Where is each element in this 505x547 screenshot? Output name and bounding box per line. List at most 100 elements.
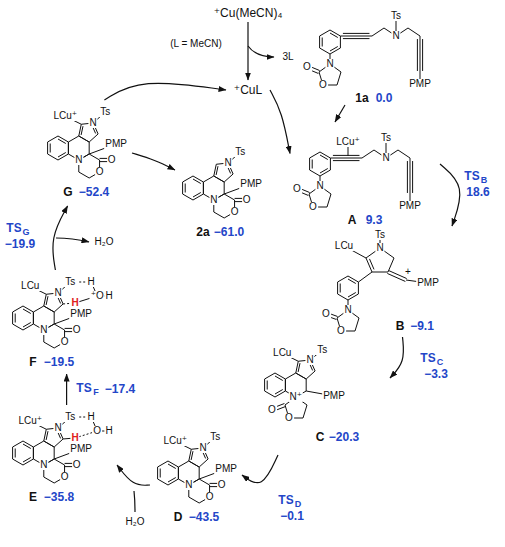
compound-label: E: [28, 491, 38, 503]
active-catalyst: ⁺CuL: [226, 80, 270, 100]
compound-label: 1a: [354, 92, 369, 104]
bond-line: [333, 155, 360, 156]
bond-line: [13, 441, 34, 465]
bond-line: [422, 39, 423, 71]
atom-label: LCu⁺: [335, 137, 361, 147]
atom-label: PMP: [416, 278, 440, 288]
ts-label: TS: [463, 170, 480, 182]
ts-subscript: C: [436, 358, 445, 367]
energy-value: 9.3: [365, 214, 384, 226]
bond-line: [46, 431, 48, 440]
atom-label: N: [325, 59, 334, 69]
bond-line: [340, 284, 341, 293]
bond-line: [58, 153, 66, 158]
compound-label: F: [28, 356, 37, 368]
bond-line: [265, 373, 286, 397]
energy-value: −35.8: [43, 491, 75, 503]
atom-label: O: [302, 62, 312, 72]
bond-line: [275, 376, 283, 381]
atom-label: N: [209, 195, 218, 205]
atom-label: PMP: [322, 391, 346, 401]
substrate-structure: TsNNOOPMP1a0.0: [300, 0, 450, 105]
atom-label: N: [391, 31, 400, 41]
atom-label: H₂O: [94, 237, 115, 247]
atom-label: ⁺O: [90, 291, 105, 301]
atom-label: PMP: [239, 179, 263, 189]
bond-line: [410, 158, 411, 196]
atom-label: N: [89, 118, 98, 128]
intermediate-structure: LCu⁺TsNNOOPMPA9.3: [290, 122, 440, 227]
bond-line: [330, 158, 362, 159]
bond-line: [320, 155, 328, 160]
energy-value: −61.0: [213, 226, 245, 238]
atom-label: PMP: [214, 464, 238, 474]
bond-line: [407, 161, 408, 193]
intermediate-structure: LCuNTsN⁺OOPMPC−20.3: [250, 345, 390, 455]
atom-label: O: [230, 207, 240, 217]
compound-label: B: [395, 320, 406, 332]
metal-complex: ⁺CuL: [233, 84, 263, 96]
energy-value: −52.4: [78, 186, 110, 198]
atom-label: N: [375, 243, 384, 253]
reaction-arrow: [66, 374, 67, 405]
bond-line: [417, 39, 418, 71]
compound-label: G: [62, 186, 73, 198]
intermediate-structure: LCu⁺NTsPMPNOOG−52.4: [40, 100, 132, 206]
reaction-arrow: [390, 337, 403, 378]
atom-label: O: [242, 195, 252, 205]
bond-line: [193, 179, 201, 184]
atom-label: H: [87, 277, 96, 287]
atom-label: O: [292, 184, 302, 194]
reaction-arrow: [53, 206, 68, 270]
bond-line: [15, 314, 16, 323]
bond-line: [81, 126, 83, 135]
bond-line: [330, 33, 338, 38]
bond-line: [348, 279, 356, 284]
bond-line: [343, 33, 370, 34]
atom-label: Ts: [316, 345, 328, 355]
atom-label: LCu: [272, 348, 292, 358]
migrating-hydrogen: H: [70, 298, 79, 308]
bond-line: [46, 296, 48, 305]
atom-label: N: [343, 305, 352, 315]
bond-line: [23, 323, 31, 328]
reaction-arrow: [132, 153, 175, 170]
atom-label: N: [54, 423, 63, 433]
atom-label: N: [54, 288, 63, 298]
atom-label: N: [306, 355, 315, 365]
bond-line: [370, 259, 375, 270]
hydrogen-bond: [79, 417, 86, 418]
reaction-arrow: [270, 90, 290, 154]
bond-line: [338, 276, 359, 300]
bond-line: [298, 363, 300, 372]
intermediate-structure: LCu⁺NTsHOHHPMPNOOE−35.8: [5, 405, 117, 505]
bond-line: [168, 478, 176, 483]
atom-label: O: [92, 426, 102, 436]
atom-label: Ts: [64, 277, 76, 287]
bond-line: [185, 184, 186, 193]
ts-label: TS: [419, 352, 436, 364]
atom-label: LCu⁺: [162, 436, 188, 446]
atom-label: O: [72, 460, 82, 470]
atom-label: O: [217, 480, 227, 490]
intermediate-structure: LCuNTsH⁺OHHPMPNOOF−19.5: [5, 270, 117, 374]
bond-line: [267, 381, 268, 390]
atom-label: H: [105, 291, 114, 301]
ligand-note: (L = MeCN): [169, 39, 223, 49]
bond-line: [343, 38, 370, 39]
atom-label: LCu: [334, 241, 354, 251]
ts-label: −0.1: [279, 510, 305, 522]
atom-label: LCu⁺: [17, 416, 43, 426]
ts-subscript: G: [21, 228, 30, 237]
atom-label: N: [381, 153, 390, 163]
atom-label: O: [336, 326, 346, 336]
bond-line: [50, 144, 51, 153]
ts-subscript: B: [480, 176, 489, 185]
atom-label: PMP: [69, 309, 93, 319]
ts-subscript: F: [92, 388, 100, 397]
energy-value: −20.3: [328, 431, 360, 443]
bond-line: [348, 293, 356, 298]
ts-label: 18.6: [465, 186, 490, 198]
atom-label: LCu: [20, 281, 40, 291]
ligand-release-arrow: [248, 46, 274, 57]
